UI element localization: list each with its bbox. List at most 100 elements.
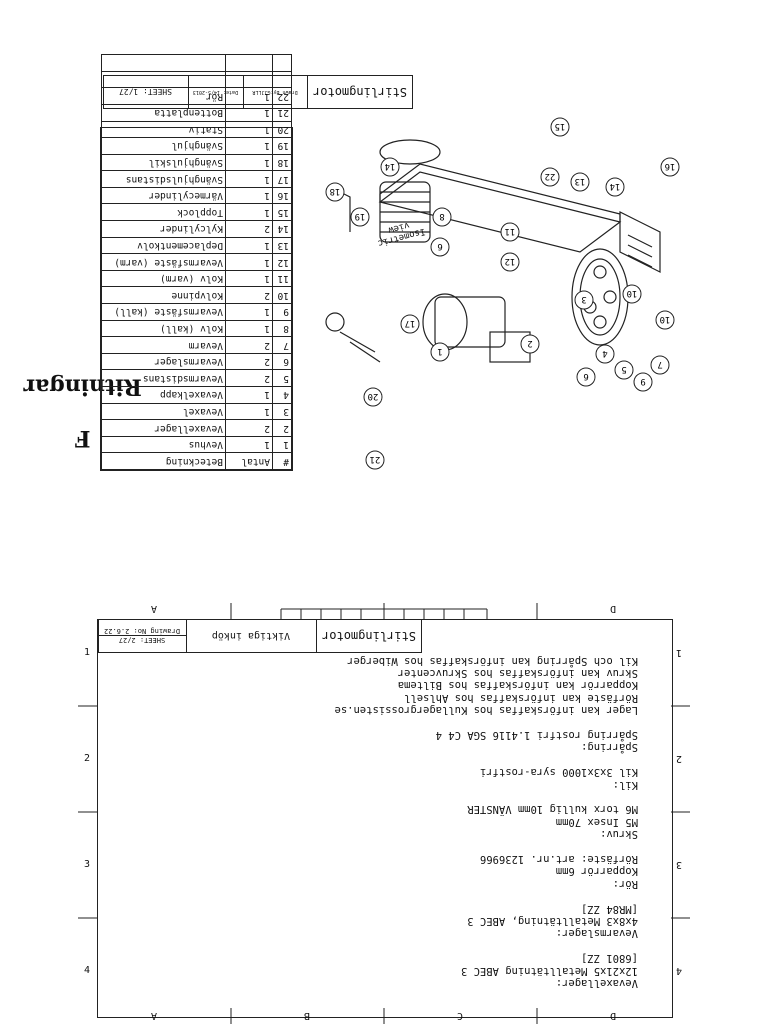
note-line: 4x8x3 Metalltätning, ABEC 3 xyxy=(467,915,638,927)
callout-number: 13 xyxy=(575,176,586,186)
part-number: 17 xyxy=(272,170,292,188)
part-designation: Svänghjulsdistans xyxy=(101,170,226,188)
part-number: 18 xyxy=(272,154,292,171)
callout-number: 14 xyxy=(610,181,621,191)
sheet2-title-block: Stirlingmotor Viktiga inköp SHEET: 2/27 … xyxy=(98,619,422,653)
callout-number: 22 xyxy=(545,171,556,181)
part-number: 6 xyxy=(272,353,292,370)
note-line: Kopparrör 6mm xyxy=(555,865,638,878)
part-quantity: 2 xyxy=(225,419,273,437)
sheet2-border xyxy=(97,619,673,1018)
part-number: 8 xyxy=(272,320,292,337)
callout-bubble xyxy=(350,207,370,227)
sheet1-title: Stirlingmotor xyxy=(313,85,407,99)
piston-pin-shape xyxy=(325,312,345,332)
col-marker-a: A xyxy=(151,603,158,614)
note-line: Skruv kan införskaffas hos Skruvcenter xyxy=(397,667,638,679)
callout-number: 21 xyxy=(370,454,381,464)
part-quantity: 1 xyxy=(225,154,273,171)
heading-letter: F xyxy=(74,424,91,451)
col-marker-a-bottom: A xyxy=(151,1010,158,1021)
part-quantity: 2 xyxy=(225,353,273,370)
part-quantity: 1 xyxy=(225,170,273,188)
cooling-cylinder-shape xyxy=(379,181,431,243)
callout-bubble xyxy=(650,355,670,375)
parts-header-row: # Antal Beteckning xyxy=(101,452,292,470)
part-number: 11 xyxy=(272,270,292,287)
part-designation: Stativ xyxy=(101,121,226,138)
part-number: 12 xyxy=(272,253,292,271)
callout-number: 20 xyxy=(368,391,379,401)
part-quantity: 1 xyxy=(225,436,273,453)
note-line: Rör: xyxy=(612,877,638,890)
part-quantity: 2 xyxy=(225,286,273,304)
part-quantity: 1 xyxy=(225,137,273,155)
callout-number: 6 xyxy=(437,241,442,251)
part-number: 10 xyxy=(272,286,292,304)
callout-number: 16 xyxy=(665,161,676,171)
part-quantity: 1 xyxy=(225,303,273,321)
part-number: 22 xyxy=(272,87,292,105)
note-line: Skruv: xyxy=(600,828,638,841)
part-designation: Kolvpinne xyxy=(101,286,226,304)
callout-number: 19 xyxy=(355,211,366,221)
note-line: Kil och Spårring kan införskaffas hos Wi… xyxy=(347,654,638,667)
sheet2-drawing-number: Drawing No: 2.6.22 xyxy=(104,627,180,636)
sheet2-subtitle: Viktiga inköp xyxy=(186,620,317,652)
callout-number: 12 xyxy=(505,256,516,266)
crank-case-bore xyxy=(422,293,468,351)
part-designation: Kolv (varm) xyxy=(101,270,226,287)
part-quantity: 1 xyxy=(225,403,273,420)
callout-bubble xyxy=(432,207,452,227)
callout-bubble xyxy=(655,310,675,330)
callout-bubble xyxy=(430,342,450,362)
callout-number: 15 xyxy=(555,121,566,131)
part-number: 19 xyxy=(272,137,292,155)
note-line: M5 Insex 70mm xyxy=(555,815,638,828)
header-number: # xyxy=(272,452,292,470)
callout-bubble xyxy=(540,167,560,187)
part-designation: Rör xyxy=(101,87,226,105)
note-line: Kil: xyxy=(612,778,638,791)
part-designation: Topplock xyxy=(101,204,226,221)
crank-case-shape xyxy=(434,296,506,348)
note-line: [MR84 ZZ] xyxy=(581,902,638,915)
part-designation: Svänghjul xyxy=(101,137,226,155)
note-line: [6801 ZZ] xyxy=(581,952,638,965)
header-designation: Beteckning xyxy=(101,452,226,470)
row-marker-2: 2 xyxy=(84,753,91,764)
part-number: 16 xyxy=(272,187,292,204)
callout-number: 7 xyxy=(657,359,662,369)
part-designation: Värmecylinder xyxy=(101,187,226,204)
part-quantity: 1 xyxy=(225,104,273,122)
row-marker-2-right: 2 xyxy=(676,753,683,764)
callout-bubble xyxy=(605,177,625,197)
row-marker-4-right: 4 xyxy=(676,965,683,976)
part-designation: Vevaxellager xyxy=(101,419,226,437)
note-line: 12x21x5 Metalltätning ABEC 3 xyxy=(460,964,638,977)
part-quantity: 1 xyxy=(225,253,273,271)
part-designation: Svänghjulskil xyxy=(101,154,226,171)
callout-number: 3 xyxy=(581,294,586,304)
part-designation: Vevaxel xyxy=(101,403,226,420)
crank-rod-shape xyxy=(339,331,381,363)
callout-bubble xyxy=(595,344,615,364)
part-designation: Vevarmsfäste (varm) xyxy=(101,253,226,271)
part-quantity: 1 xyxy=(225,204,273,221)
callout-bubble xyxy=(550,117,570,137)
note-line: Kopparrör kan införskaffas hos Biltema xyxy=(397,679,638,692)
